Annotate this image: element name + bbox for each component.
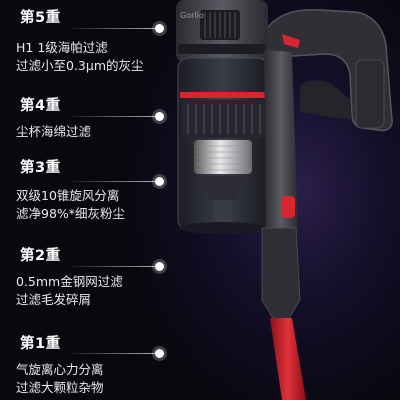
handle-inner xyxy=(300,80,352,120)
brand-mark: Gorlio xyxy=(180,11,204,20)
stage-1-line-1: 气旋离心力分离 xyxy=(16,362,104,377)
wand-neck xyxy=(261,227,301,321)
cone-tip xyxy=(214,200,232,224)
stage-2-dot xyxy=(155,262,164,271)
release-button xyxy=(281,196,295,218)
stage-3-line-2: 滤净98%*细灰粉尘 xyxy=(16,206,126,221)
trigger xyxy=(282,34,300,48)
stage-2-line-2: 过滤毛发碎屑 xyxy=(16,292,92,307)
stage-1-line-2: 过滤大颗粒杂物 xyxy=(16,380,104,395)
stage-3-dot xyxy=(155,177,164,186)
red-ring xyxy=(180,92,266,98)
stage-1-dot xyxy=(155,349,164,358)
stage-1-title: 第1重 xyxy=(20,336,61,352)
red-wand xyxy=(270,318,306,400)
stage-4-line-1: 尘杯海绵过滤 xyxy=(16,124,92,139)
stage-3-line-1: 双级10锥旋风分离 xyxy=(16,188,120,203)
stage-2-leader xyxy=(72,266,160,267)
hepa-band xyxy=(178,44,266,54)
battery-grip xyxy=(355,59,385,129)
stage-4-title: 第4重 xyxy=(20,98,61,114)
body-spine xyxy=(264,50,298,250)
stage-3-title: 第3重 xyxy=(20,160,61,176)
stage-5-dot xyxy=(155,24,164,33)
stage-5-title: 第5重 xyxy=(20,10,61,26)
stage-1-leader xyxy=(72,353,160,354)
stage-4-leader xyxy=(72,116,160,117)
steel-mesh xyxy=(194,140,252,174)
stage-4-dot xyxy=(155,112,164,121)
stage-5-line-1: H1 1级海帕过滤 xyxy=(16,40,108,55)
stage-3-leader xyxy=(72,181,160,182)
cup-base xyxy=(179,222,267,234)
stage-2-line-1: 0.5mm金钢网过滤 xyxy=(16,274,123,289)
stage-2-title: 第2重 xyxy=(20,248,61,264)
cyclone-cone xyxy=(196,176,250,200)
stage-5-line-2: 过滤小至0.3μm的灰尘 xyxy=(16,58,144,73)
stage-5-leader xyxy=(72,28,160,29)
